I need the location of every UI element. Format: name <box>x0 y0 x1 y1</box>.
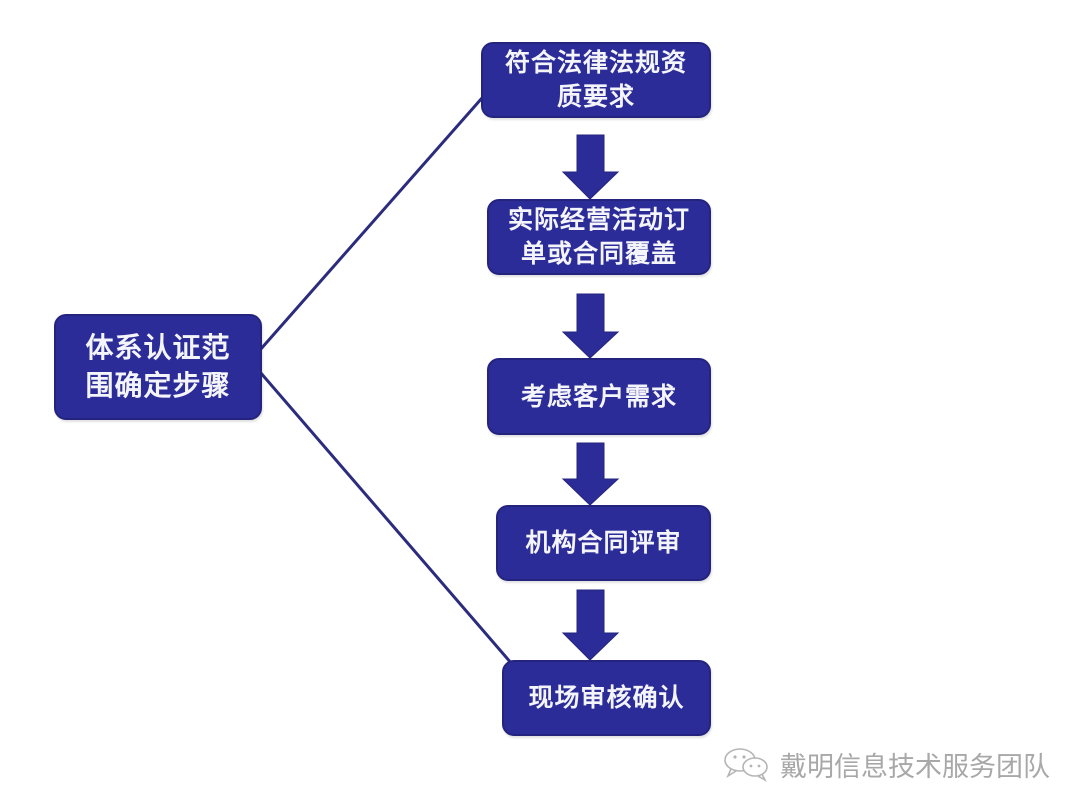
arrow-down-icon <box>561 442 620 506</box>
step-node-label: 现场审核确认 <box>528 683 685 712</box>
connector-root-to-step-1 <box>258 97 484 351</box>
arrow-down-icon <box>561 293 620 359</box>
step-node-4: 机构合同评审 <box>496 505 711 581</box>
step-node-label: 考虑客户需求 <box>520 381 677 411</box>
arrow-down-icon <box>561 134 620 200</box>
root-node-label: 体系认证范 围确定步骤 <box>85 331 231 402</box>
step-node-1: 符合法律法规资 质要求 <box>481 42 711 118</box>
root-node: 体系认证范 围确定步骤 <box>54 314 262 420</box>
step-node-label: 符合法律法规资 质要求 <box>504 48 687 111</box>
step-node-label: 实际经营活动订 单或合同覆盖 <box>507 205 690 268</box>
watermark-text: 戴明信息技术服务团队 <box>780 751 1050 783</box>
step-node-5: 现场审核确认 <box>502 660 711 736</box>
step-node-3: 考虑客户需求 <box>487 358 711 435</box>
wechat-icon <box>724 748 768 782</box>
arrow-down-icon <box>561 589 620 661</box>
connector-root-to-step-5 <box>258 371 514 665</box>
watermark: 戴明信息技术服务团队 <box>722 742 1050 786</box>
step-node-2: 实际经营活动订 单或合同覆盖 <box>487 199 711 275</box>
step-node-label: 机构合同评审 <box>525 528 682 557</box>
